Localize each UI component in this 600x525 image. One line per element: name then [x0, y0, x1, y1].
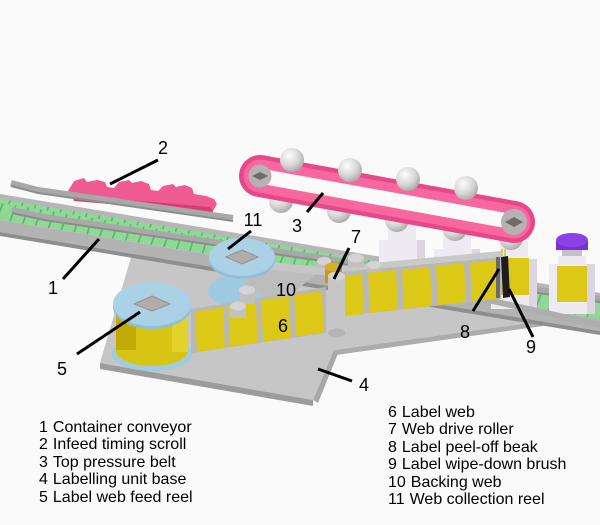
- container-body-shade: [529, 259, 537, 309]
- callout-3-line: [305, 192, 325, 213]
- callout-2-line: [109, 158, 159, 186]
- web-guide-roller-top: [367, 261, 381, 269]
- label-on-web: [368, 270, 398, 313]
- label-on-web: [294, 291, 324, 336]
- label-wipe-down-brush: [501, 256, 510, 298]
- guide-rail-upper: [10, 180, 234, 221]
- callout-1: 1: [48, 278, 58, 298]
- belt-top-roller: [454, 176, 478, 200]
- belt-top-roller: [396, 167, 420, 191]
- callout-lines: [61, 158, 535, 383]
- post-side: [328, 276, 345, 333]
- belt-loop-interior: [252, 168, 522, 230]
- callout-10: 10: [276, 280, 296, 300]
- callout-8: 8: [460, 322, 470, 342]
- base-front-edge: [100, 363, 313, 406]
- callout-7-line: [332, 247, 351, 280]
- container: [549, 233, 595, 314]
- callout-6: 6: [278, 316, 288, 336]
- callout-3: 3: [292, 216, 302, 236]
- web-guide-roller-top: [239, 285, 255, 295]
- callout-11: 11: [244, 210, 263, 230]
- web-guide-roller-top: [317, 257, 331, 265]
- belt-end-cap-hub: [505, 217, 523, 227]
- backing-web-strip: [191, 287, 326, 353]
- base-step-edge: [313, 350, 339, 403]
- callout-11-line: [227, 229, 252, 251]
- belt-end-cap-hub: [252, 172, 268, 180]
- web-collection-reel: [209, 238, 275, 279]
- container-body-shade: [587, 264, 595, 314]
- front-guide-rail: [469, 293, 600, 328]
- label-on-web: [195, 307, 225, 352]
- feed-reel-hub: [132, 295, 172, 312]
- label-on-web: [436, 263, 466, 305]
- post-bottom: [328, 328, 345, 338]
- callout-1-line: [61, 237, 101, 281]
- callout-8-line: [471, 268, 501, 312]
- label-on-web: [470, 260, 498, 301]
- label-web-feed-reel: [112, 282, 192, 371]
- callout-5-line: [76, 310, 141, 356]
- web-guide-roller-top: [230, 301, 246, 311]
- web-roller-post: [328, 271, 345, 338]
- container-neck: [562, 250, 582, 258]
- callout-7: 7: [351, 227, 361, 247]
- label-peel-off-beak: [496, 257, 500, 298]
- top-pressure-belt: [239, 148, 535, 250]
- callout-2: 2: [158, 138, 168, 158]
- label-application-point: [496, 249, 510, 298]
- label-on-web: [261, 296, 291, 342]
- callout-4-line: [317, 367, 353, 383]
- base-right-edge: [334, 321, 543, 355]
- purple-cap-top: [556, 233, 588, 247]
- web-guide-roller-top: [348, 253, 364, 263]
- container-shoulder: [558, 256, 586, 266]
- label-on-web: [402, 267, 432, 309]
- callout-4: 4: [359, 375, 369, 395]
- callout-9-line: [507, 288, 535, 338]
- collection-reel-hub: [224, 249, 260, 265]
- callout-9: 9: [526, 337, 536, 357]
- guide-rail-upper-shadow: [10, 185, 234, 222]
- belt-top-roller: [338, 158, 362, 182]
- callout-5: 5: [57, 359, 67, 379]
- applied-label: [557, 266, 587, 302]
- belt-top-roller: [280, 148, 304, 172]
- callout-numbers: 1 2 3 4 5 6 7 8 9 10 11: [48, 138, 536, 395]
- timing-scroll-body: [68, 178, 217, 212]
